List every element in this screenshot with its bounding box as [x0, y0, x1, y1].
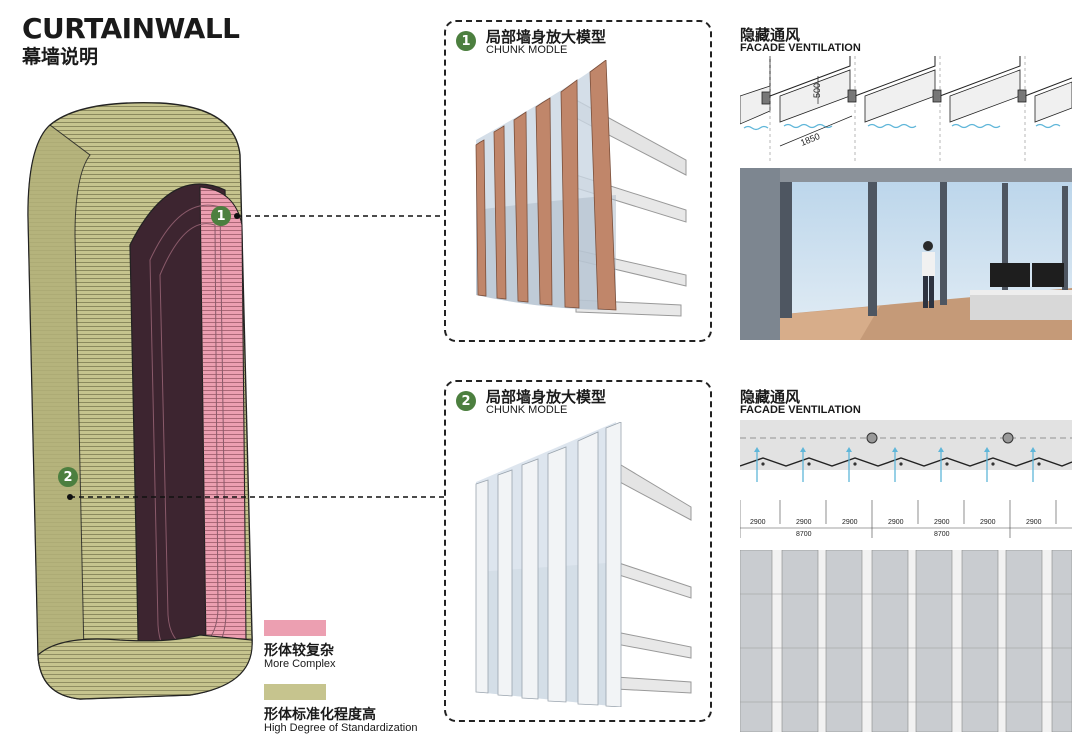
vent-2-dim-module: 2900: [888, 519, 904, 526]
legend-swatch-standard: [264, 684, 326, 700]
vent-1-section-diagram: 500 1850: [740, 56, 1072, 162]
legend-standard-label-en: High Degree of Standardization: [264, 722, 418, 734]
chunk-2-badge: 2: [456, 391, 476, 411]
vent-1-title-en: FACADE VENTILATION: [740, 42, 861, 54]
vent-1-dim-height: 500: [812, 83, 822, 98]
vent-2-dim-module: 2900: [796, 519, 812, 526]
chunk-1-badge: 1: [456, 31, 476, 51]
vent-2-dim-module: 2900: [1026, 519, 1042, 526]
chunk-2-title-cn: 局部墙身放大模型: [486, 388, 607, 406]
chunk-1-render: [475, 60, 687, 317]
vent-2-dim-module: 2900: [934, 519, 950, 526]
chunk-2-render: [475, 422, 692, 707]
vent-2-title-cn: 隐藏通风: [740, 388, 801, 406]
marker-1[interactable]: 1: [211, 206, 231, 226]
vent-2-dim-group: 8700: [796, 531, 812, 538]
page-subtitle: 幕墙说明: [22, 46, 99, 68]
vent-2-dim-module: 2900: [750, 519, 766, 526]
chunk-1-title-en: CHUNK MODLE: [486, 44, 568, 56]
legend-standard-label-cn: 形体标准化程度高: [264, 707, 376, 723]
page-title: CURTAINWALL: [22, 12, 240, 45]
vent-2-dim-group: 8700: [934, 531, 950, 538]
legend-complex-label-cn: 形体较复杂: [264, 643, 334, 659]
chunk-model-2-panel: 2 局部墙身放大模型 CHUNK MODLE: [444, 380, 712, 722]
chunk-2-title-en: CHUNK MODLE: [486, 404, 568, 416]
interior-rendering: [740, 168, 1072, 340]
person-figure: [922, 241, 935, 308]
legend-swatch-complex: [264, 620, 326, 636]
vent-2-title-en: FACADE VENTILATION: [740, 404, 861, 416]
chunk-model-1-panel: 1 局部墙身放大模型 CHUNK MODLE: [444, 20, 712, 342]
marker-2[interactable]: 2: [58, 467, 78, 487]
vent-2-plan-diagram: 2900 2900 2900 2900 2900 2900 2900 8700 …: [740, 420, 1072, 538]
tower-model: [27, 101, 253, 700]
vent-2-dim-module: 2900: [842, 519, 858, 526]
vent-2-elevation: [740, 550, 1072, 732]
vent-1-title-cn: 隐藏通风: [740, 26, 801, 44]
chunk-1-title-cn: 局部墙身放大模型: [486, 28, 607, 46]
vent-2-dim-module: 2900: [980, 519, 996, 526]
legend-complex-label-en: More Complex: [264, 658, 336, 670]
